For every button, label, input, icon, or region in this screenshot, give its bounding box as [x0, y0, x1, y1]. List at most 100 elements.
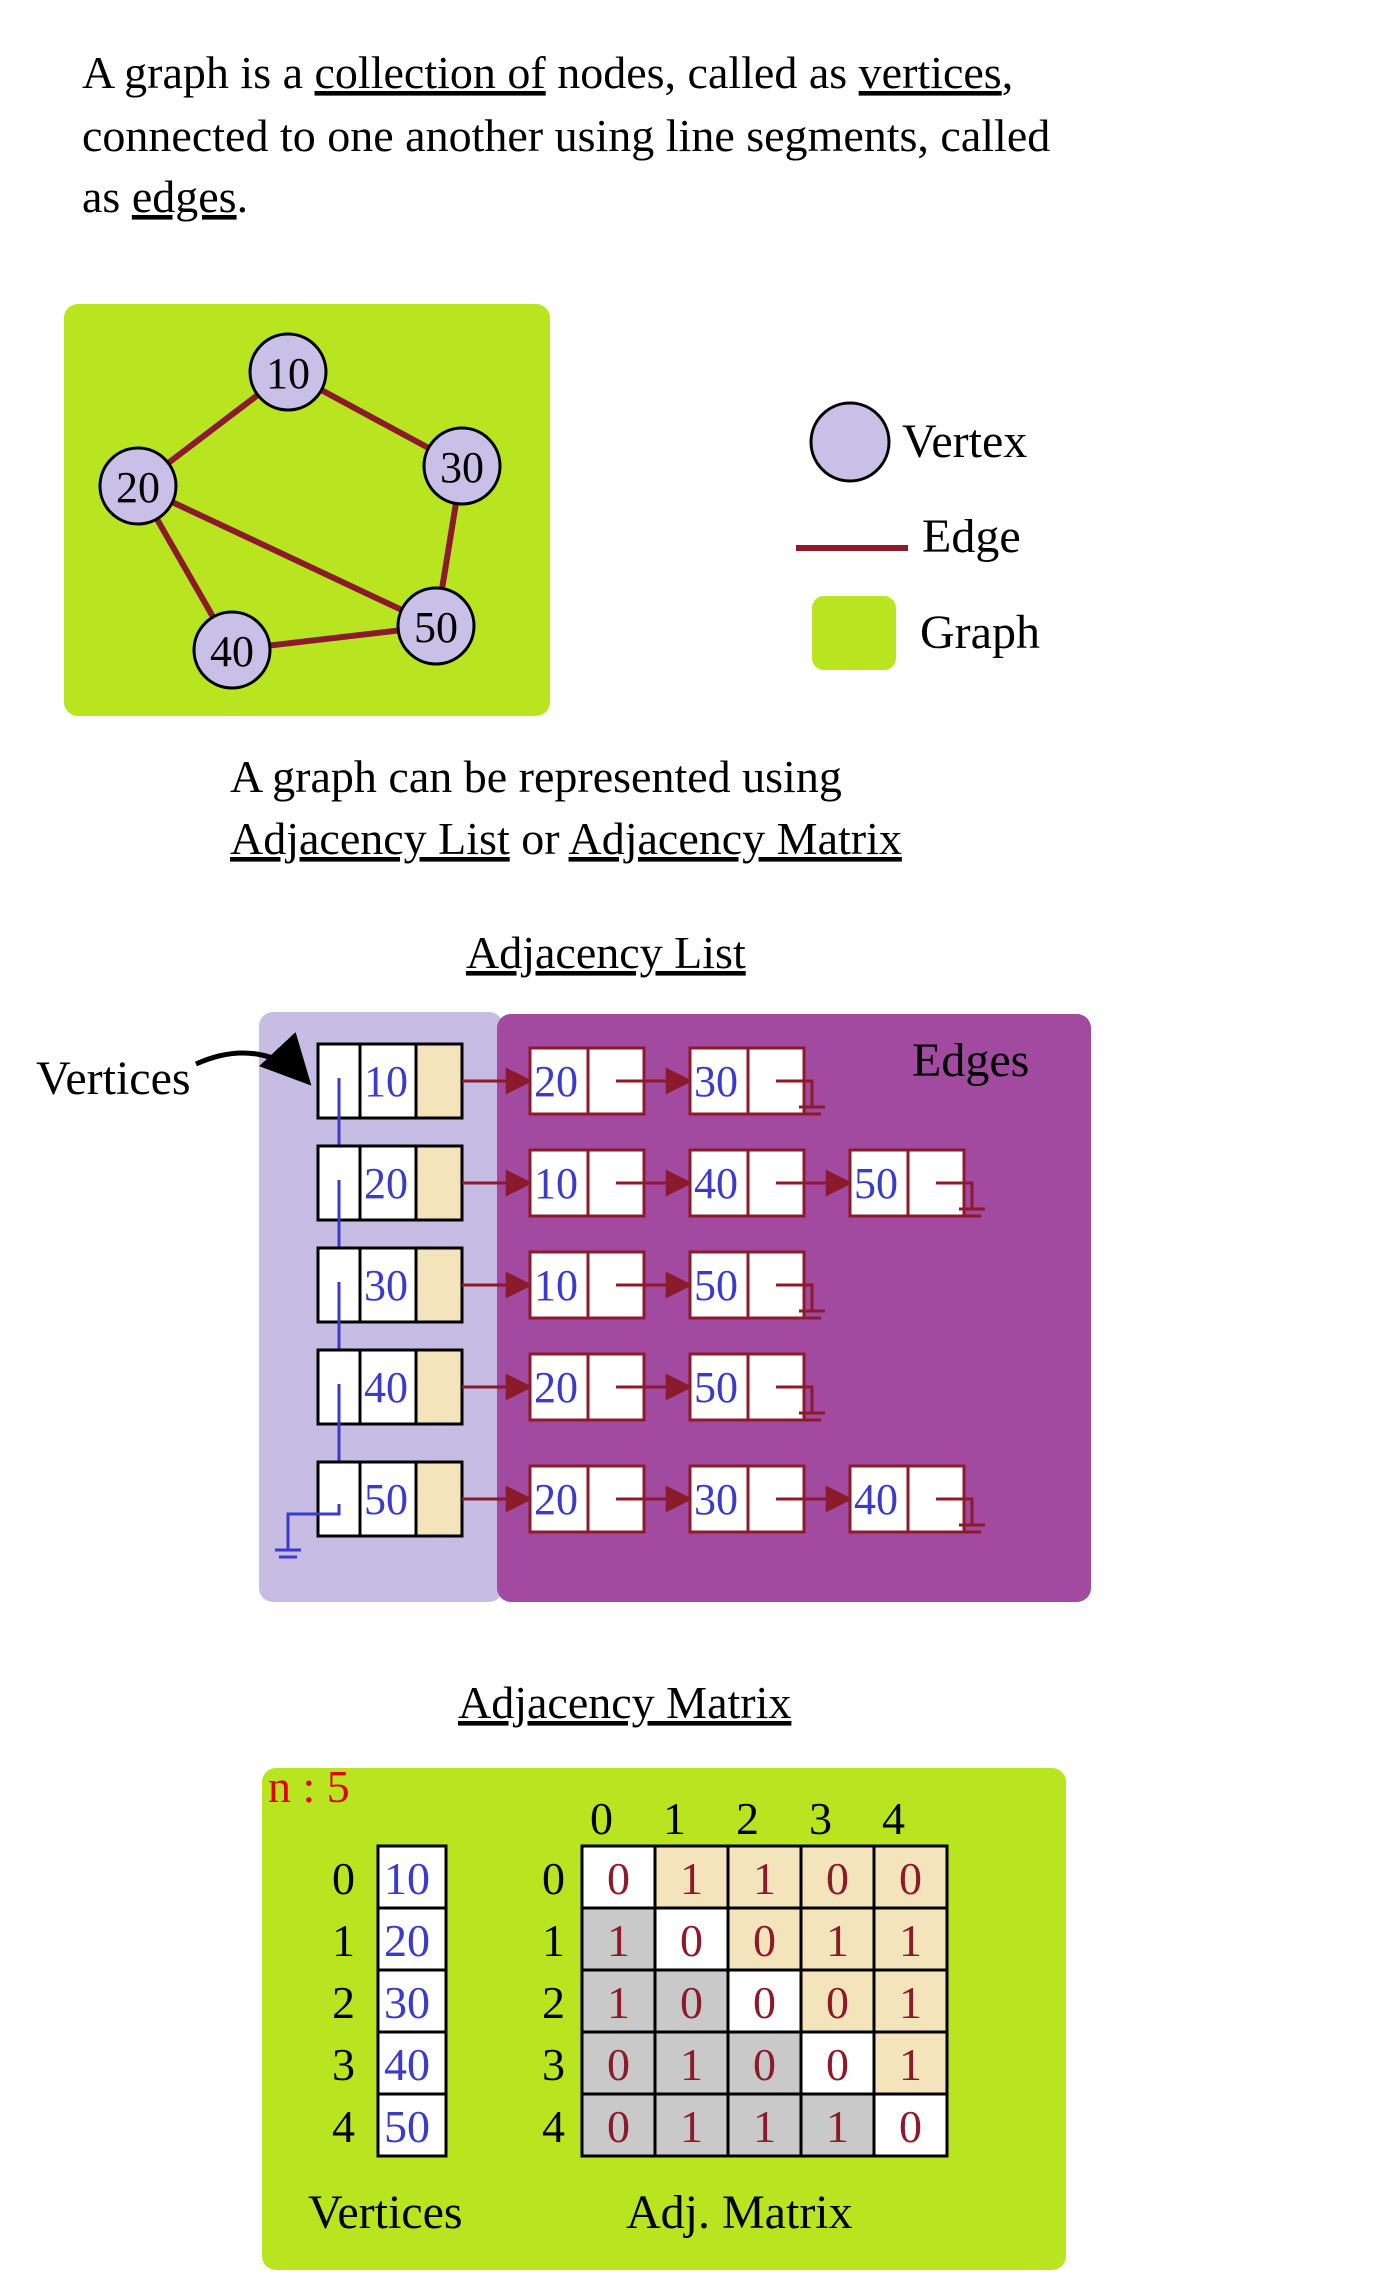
matrix-column-index: 3: [809, 1793, 832, 1844]
vertex-label: 50: [414, 603, 458, 652]
edge-pointer-cell: [414, 1460, 464, 1538]
legend: Vertex Edge Graph: [796, 401, 1040, 670]
graph-nodes: 10 20 30 40 50: [98, 332, 502, 690]
matrix-cell-value: 0: [607, 1853, 630, 1904]
legend-graph-label: Graph: [920, 606, 1040, 659]
vertex-value-cell: [358, 1144, 418, 1222]
matrix-cell-value: 1: [607, 1915, 630, 1966]
vertex-circle: [98, 446, 178, 526]
matrix-cell: [872, 2092, 949, 2158]
matrix-cell: [872, 1844, 949, 1910]
edge-pointer-cell: [414, 1042, 464, 1120]
matrix-cell: [580, 1968, 657, 2034]
matrix-cell-value: 1: [753, 2101, 776, 2152]
array-index: 1: [332, 1915, 355, 1966]
matrix-cell-value: 0: [753, 1977, 776, 2028]
matrix-cell-value: 0: [826, 1977, 849, 2028]
vertex-value-cell: [358, 1246, 418, 1324]
edge-neighbor-value: 20: [534, 1057, 578, 1106]
legend-edge-label: Edge: [922, 510, 1021, 563]
matrix-cell: [580, 2092, 657, 2158]
edge-node-20-10: 10: [528, 1148, 646, 1218]
matrix-cell-value: 0: [753, 2039, 776, 2090]
adjacency-matrix-title: Adjacency Matrix: [458, 1677, 791, 1728]
matrix-row-index: 2: [542, 1977, 565, 2028]
vertex-50: 50: [396, 586, 476, 666]
vertex-40: 40: [192, 610, 272, 690]
array-cell: [376, 1844, 448, 1910]
array-index: 3: [332, 2039, 355, 2090]
representation-text: A graph can be represented using Adjacen…: [230, 751, 902, 864]
matrix-cell: [653, 1844, 730, 1910]
edge-neighbor-value: 50: [854, 1159, 898, 1208]
edge-node-40-50: 50: [688, 1352, 806, 1422]
matrix-row-index: 0: [542, 1853, 565, 1904]
matrix-cell-value: 1: [680, 2101, 703, 2152]
edge-value-cell: [528, 1046, 590, 1116]
representation-line-1: A graph can be represented using: [230, 751, 842, 802]
term-edges: edges: [132, 171, 237, 222]
edge-value-cell: [848, 1148, 910, 1218]
edge-pointer-cell: [414, 1144, 464, 1222]
adjacency-list-title: Adjacency List: [466, 927, 746, 978]
matrix-cell-value: 0: [899, 1853, 922, 1904]
legend-graph-icon: [812, 596, 896, 670]
vertices-array-caption: Vertices: [308, 2186, 463, 2239]
matrix-column-index: 4: [882, 1793, 905, 1844]
edge-null-ground-icon: [799, 1089, 825, 1116]
legend-vertex-label: Vertex: [902, 415, 1027, 468]
matrix-cell: [726, 1844, 803, 1910]
edge-neighbor-value: 40: [854, 1475, 898, 1524]
list-vertex-node-20: 20: [316, 1144, 464, 1222]
adj-matrix-caption: Adj. Matrix: [626, 2186, 853, 2239]
matrix-cell-value: 1: [607, 1977, 630, 2028]
matrix-cell-value: 1: [826, 2101, 849, 2152]
matrix-cell: [726, 2030, 803, 2096]
array-vertex-value: 50: [384, 2101, 430, 2152]
graph-panel: 10 20 30 40 50: [64, 304, 550, 716]
edge-null-link: [936, 1497, 974, 1507]
vertex-circle: [422, 426, 502, 506]
vertex-circle: [396, 586, 476, 666]
matrix-cell-value: 0: [753, 1915, 776, 1966]
array-vertex-value: 10: [384, 1853, 430, 1904]
vertices-pointer-label: Vertices: [36, 1052, 191, 1105]
matrix-cell-value: 1: [680, 2039, 703, 2090]
matrix-cell-value: 0: [607, 2101, 630, 2152]
array-cell: [376, 2030, 448, 2096]
edge-node-10-30: 30: [688, 1046, 806, 1116]
edge-value-cell: [528, 1352, 590, 1422]
list-vertex-value: 40: [364, 1363, 408, 1412]
matrix-cell-value: 0: [826, 2039, 849, 2090]
edge-value-cell: [688, 1250, 750, 1320]
matrix-cell-value: 1: [899, 1977, 922, 2028]
matrix-cell: [872, 2030, 949, 2096]
matrix-row-index: 3: [542, 2039, 565, 2090]
vertex-circle: [192, 610, 272, 690]
edge-null-link: [776, 1079, 814, 1089]
intro-line-2: connected to one another using line segm…: [82, 110, 1050, 161]
vertex-label: 10: [266, 349, 310, 398]
matrix-column-index: 1: [663, 1793, 686, 1844]
vertices-pointer-arrow: [194, 1032, 312, 1086]
edge-null-ground-icon: [799, 1395, 825, 1422]
matrix-cell-value: 1: [899, 1915, 922, 1966]
vertex-30: 30: [422, 426, 502, 506]
array-index: 2: [332, 1977, 355, 2028]
edge-neighbor-value: 10: [534, 1261, 578, 1310]
array-index: 4: [332, 2101, 355, 2152]
vertex-label: 20: [116, 463, 160, 512]
list-vertex-value: 10: [364, 1057, 408, 1106]
edge-null-ground-icon: [799, 1293, 825, 1320]
edge-null-ground-icon: [959, 1191, 985, 1218]
array-vertex-value: 40: [384, 2039, 430, 2090]
vertex-list-null-ground-icon: [275, 1532, 301, 1559]
matrix-column-index: 0: [590, 1793, 613, 1844]
array-vertex-value: 30: [384, 1977, 430, 2028]
term-vertices: vertices: [859, 47, 1002, 98]
edge-node-10-20: 20: [528, 1046, 646, 1116]
matrix-cell-value: 1: [826, 1915, 849, 1966]
edge-value-cell: [528, 1250, 590, 1320]
